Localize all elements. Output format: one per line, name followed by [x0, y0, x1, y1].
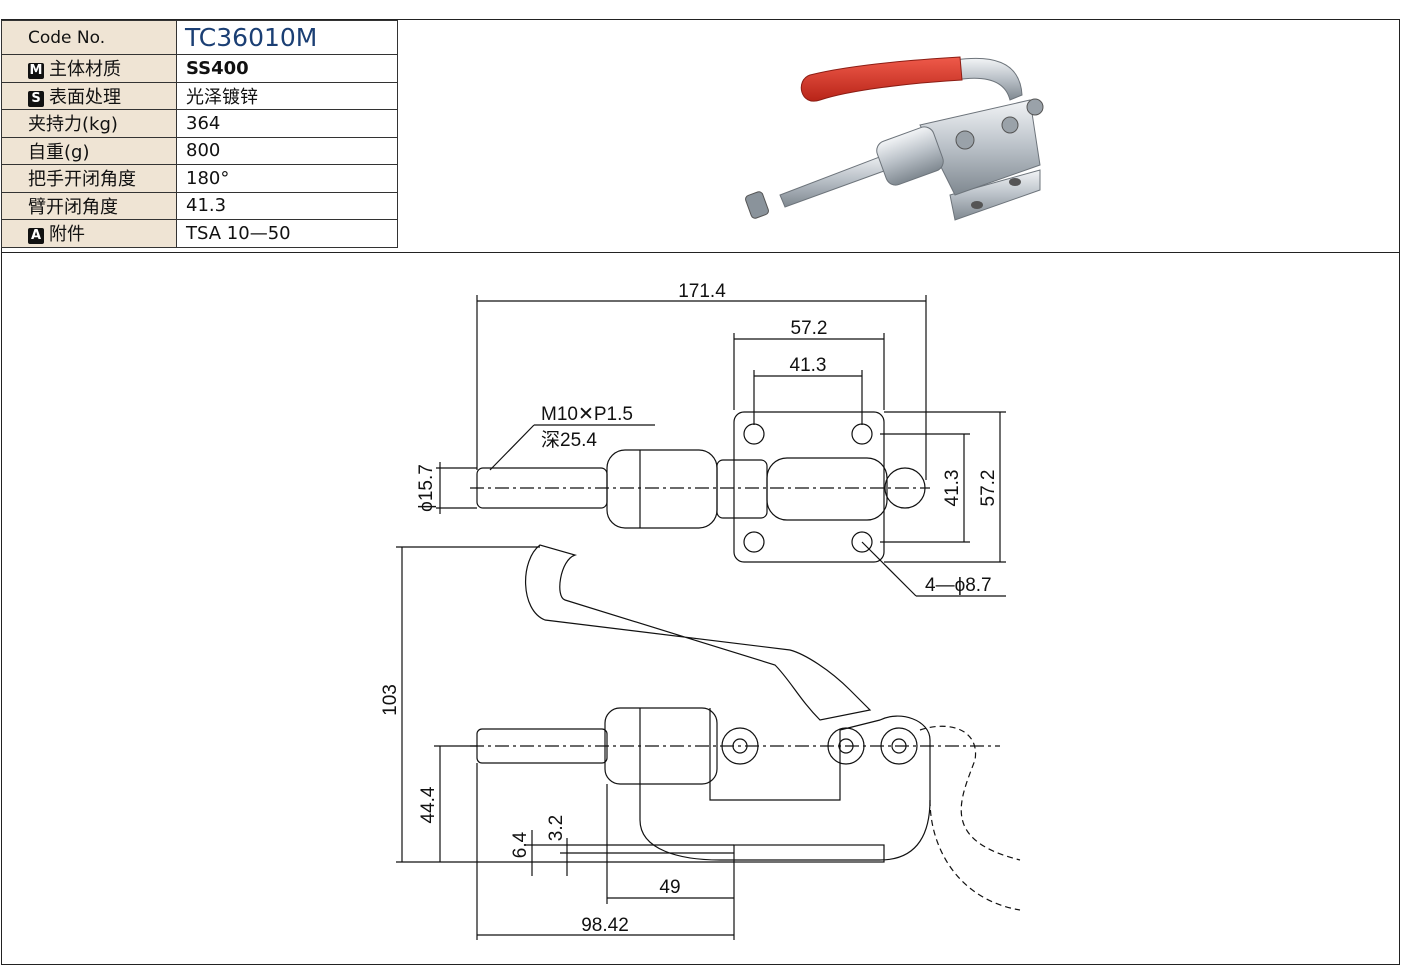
spec-value: 364 — [176, 109, 398, 138]
code-label: Code No. — [1, 20, 177, 55]
dim-hole-spacing-v: 41.3 — [880, 433, 970, 543]
mount-hole — [851, 531, 873, 553]
thread-depth: 深25.4 — [541, 429, 597, 451]
dim-label: ϕ15.7 — [416, 464, 437, 512]
material-badge-icon: M — [28, 63, 44, 80]
accessory-badge-icon: A — [28, 228, 44, 245]
spec-key: M 主体材质 — [1, 54, 177, 83]
spec-value: 180° — [176, 164, 398, 193]
base-plate — [733, 411, 885, 563]
mount-hole — [743, 423, 765, 445]
dim-98: 98.42 — [476, 763, 734, 940]
spec-row: 臂开闭角度 41.3 — [1, 191, 398, 220]
dim-label: 6.4 — [510, 831, 531, 858]
dim-plunger-dia: ϕ15.7 — [416, 462, 477, 514]
plunger-sleeve — [606, 449, 718, 529]
dim-overall-length: 171.4 — [476, 281, 927, 480]
dim-label: 3.2 — [546, 815, 567, 841]
thread-spec: M10✕P1.5 — [541, 404, 633, 425]
spec-row: M 主体材质 SS400 — [1, 54, 398, 83]
mount-hole — [743, 531, 765, 553]
dim-offset: 3.2 — [546, 815, 734, 876]
spec-table: Code No. TC36010M M 主体材质 SS400 S 表面处理 光泽镀锌… — [1, 20, 398, 248]
spec-value: TSA 10—50 — [176, 219, 398, 248]
spec-row: 把手开闭角度 180° — [1, 164, 398, 193]
spec-row: A 附件 TSA 10—50 — [1, 219, 398, 248]
dim-label: 57.2 — [791, 318, 828, 339]
spec-row: S 表面处理 光泽镀锌 — [1, 81, 398, 110]
dim-hole-spacing: 41.3 — [753, 355, 863, 425]
dim-label: 44.4 — [418, 786, 439, 823]
code-value: TC36010M — [176, 20, 398, 55]
dim-center-height: 44.4 — [418, 745, 477, 862]
technical-drawing: 171.4 57.2 41.3 M10✕P1.5 深25.4 ϕ15.7 41.… — [380, 281, 1021, 940]
dim-label: 171.4 — [678, 281, 726, 302]
spec-key: 臂开闭角度 — [1, 191, 177, 220]
dim-label: 41.3 — [942, 470, 963, 507]
section-divider — [1, 252, 1400, 253]
dim-base-width-v: 57.2 — [884, 411, 1006, 563]
code-row: Code No. TC36010M — [1, 20, 398, 55]
spec-row: 自重(g) 800 — [1, 136, 398, 165]
product-photo — [745, 56, 1044, 221]
surface-badge-icon: S — [28, 90, 44, 107]
dim-height: 103 — [380, 546, 734, 863]
spec-key: 夹持力(kg) — [1, 109, 177, 138]
spec-row: 夹持力(kg) 364 — [1, 109, 398, 138]
dim-label: 57.2 — [978, 470, 999, 507]
handle-side — [524, 544, 872, 721]
spec-key: A 附件 — [1, 219, 177, 248]
spec-key: S 表面处理 — [1, 81, 177, 110]
spec-value: 41.3 — [176, 191, 398, 220]
spec-key: 自重(g) — [1, 136, 177, 165]
holes-note: 4—ϕ8.7 — [925, 575, 992, 596]
dim-label: 98.42 — [581, 915, 629, 936]
dim-label: 41.3 — [790, 355, 827, 376]
dim-label: 103 — [380, 684, 401, 716]
spec-value: 800 — [176, 136, 398, 165]
spec-key-text: 主体材质 — [49, 59, 121, 81]
mount-hole — [851, 423, 873, 445]
spec-value: 光泽镀锌 — [176, 81, 398, 110]
dim-base-width: 57.2 — [733, 318, 885, 410]
spec-key: 把手开闭角度 — [1, 164, 177, 193]
dim-49: 49 — [606, 784, 735, 940]
page-frame — [1, 19, 1400, 965]
spec-key-text: 附件 — [49, 224, 85, 246]
spec-key-text: 表面处理 — [49, 86, 121, 108]
dim-label: 49 — [659, 877, 680, 898]
spec-value: SS400 — [176, 54, 398, 83]
dim-base-thick: 6.4 — [510, 830, 734, 876]
